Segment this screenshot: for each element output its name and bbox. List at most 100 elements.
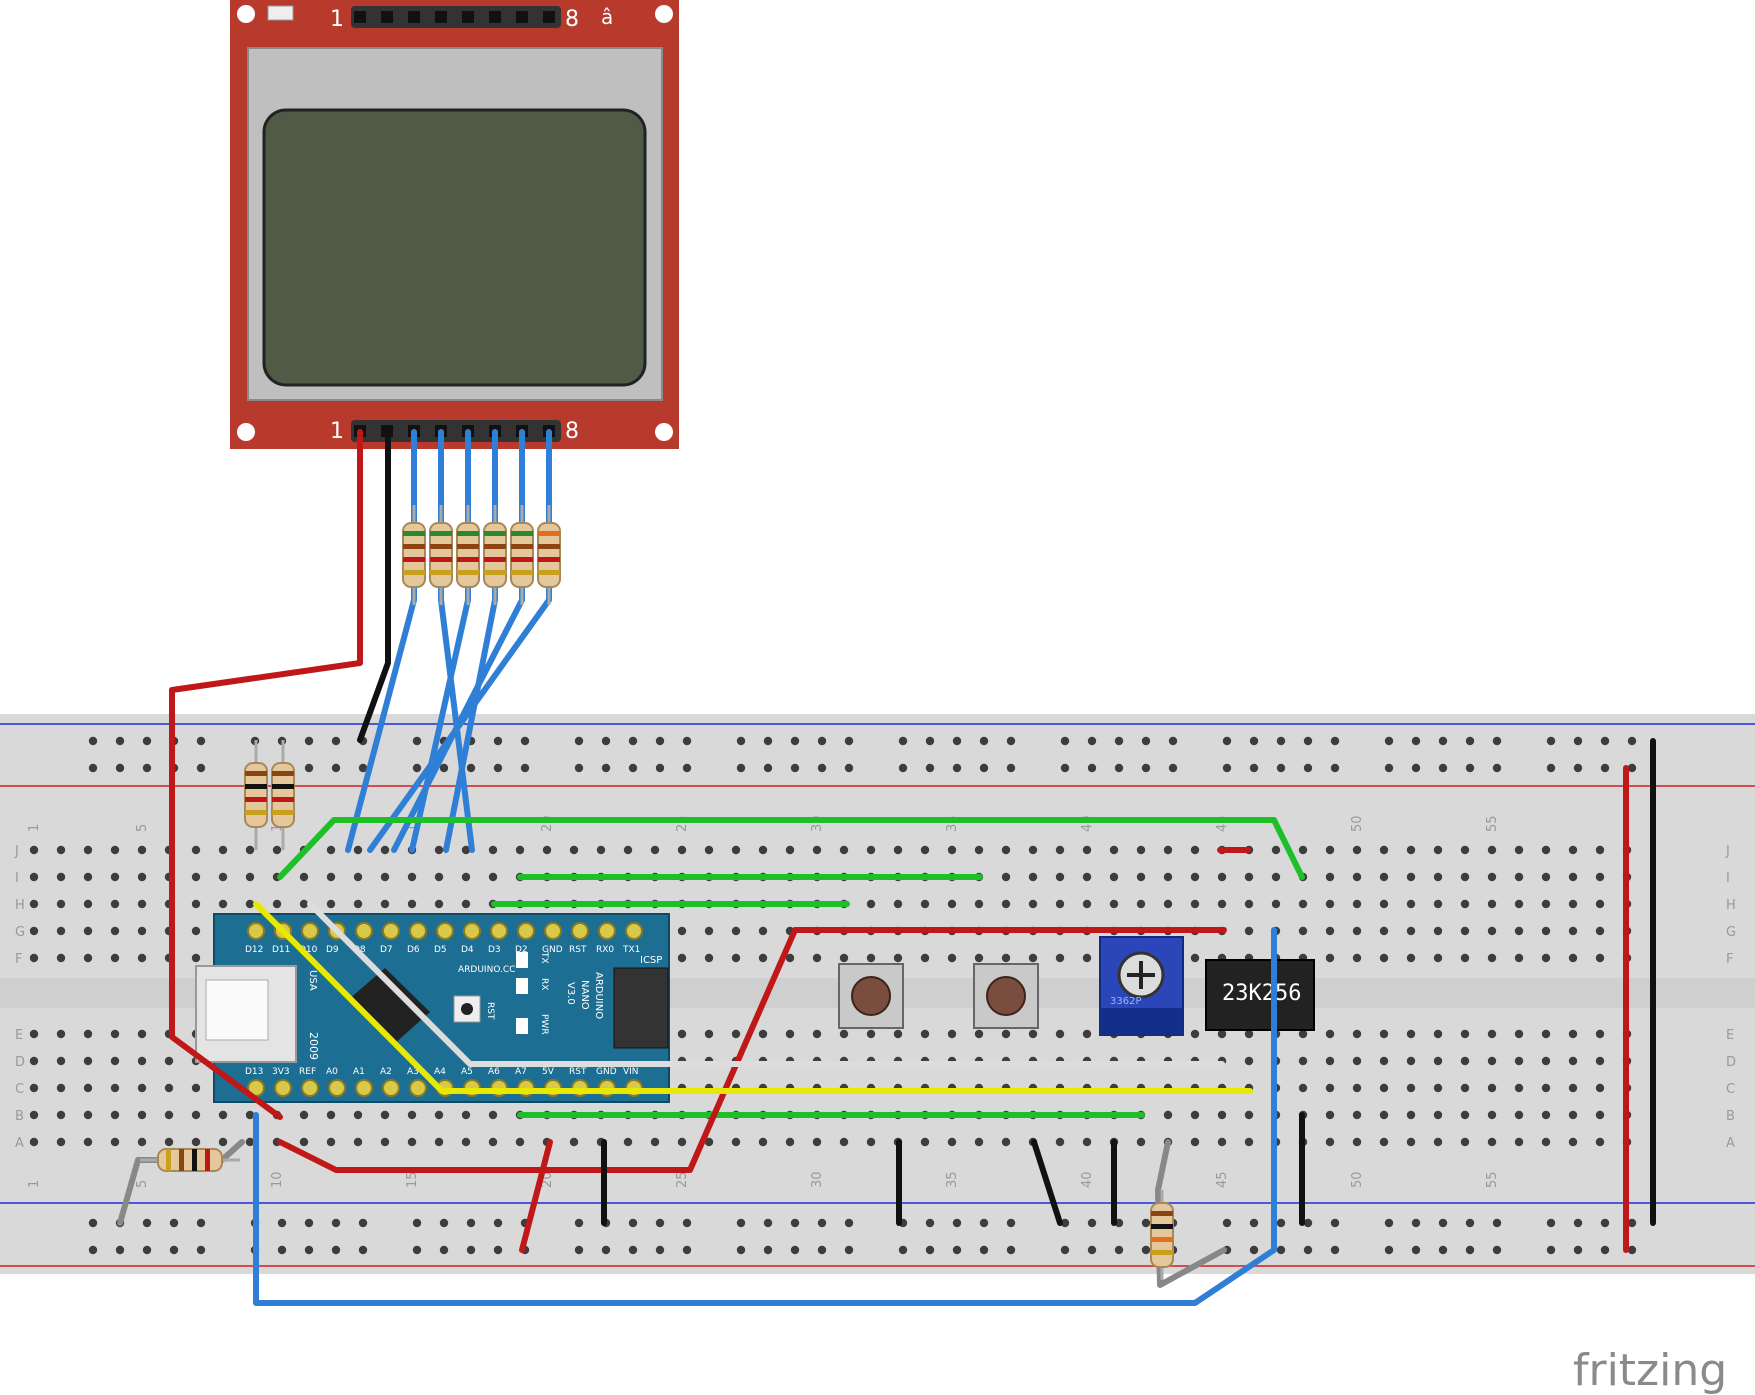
breadboard-hole xyxy=(623,845,633,855)
row-letter-right: H xyxy=(1726,898,1736,913)
breadboard-hole xyxy=(839,1137,849,1147)
breadboard-hole xyxy=(461,1110,471,1120)
breadboard-hole xyxy=(83,1083,93,1093)
breadboard-hole xyxy=(866,845,876,855)
breadboard-hole xyxy=(1595,899,1605,909)
resistor-band xyxy=(538,557,560,562)
breadboard-hole xyxy=(1379,845,1389,855)
breadboard-hole xyxy=(1460,1110,1470,1120)
breadboard-hole xyxy=(272,899,282,909)
breadboard-hole xyxy=(407,872,417,882)
rail-hole xyxy=(1249,1218,1259,1228)
resistor-band xyxy=(245,784,267,789)
breadboard-hole xyxy=(1514,953,1524,963)
breadboard-hole xyxy=(1082,1029,1092,1039)
breadboard-hole xyxy=(29,845,39,855)
breadboard-hole xyxy=(488,1110,498,1120)
pushbutton-2 xyxy=(973,963,1039,1029)
column-number-top: 50 xyxy=(1350,815,1365,832)
rail-hole xyxy=(1141,736,1151,746)
breadboard-hole xyxy=(191,1137,201,1147)
breadboard-hole xyxy=(1379,926,1389,936)
resistor-band xyxy=(1151,1237,1173,1242)
nano-brand: ARDUINO.CC xyxy=(458,965,515,975)
breadboard-hole xyxy=(407,1137,417,1147)
breadboard-hole xyxy=(1028,1029,1038,1039)
rail-hole xyxy=(304,763,314,773)
breadboard-hole xyxy=(1460,1137,1470,1147)
breadboard-hole xyxy=(380,872,390,882)
breadboard-hole xyxy=(974,1137,984,1147)
breadboard-hole xyxy=(704,1029,714,1039)
breadboard-hole xyxy=(110,1083,120,1093)
breadboard-hole xyxy=(110,872,120,882)
nano-bottom-pin-label: A2 xyxy=(380,1067,392,1077)
rail-hole xyxy=(736,736,746,746)
breadboard-hole xyxy=(1433,872,1443,882)
nano-top-pin-label: RST xyxy=(569,945,587,955)
breadboard-hole xyxy=(596,845,606,855)
row-letter-left: J xyxy=(14,844,19,859)
rail-hole xyxy=(1276,1245,1286,1255)
breadboard-hole xyxy=(110,1137,120,1147)
breadboard-hole xyxy=(1406,1083,1416,1093)
breadboard-hole xyxy=(677,953,687,963)
breadboard-hole xyxy=(110,899,120,909)
breadboard-hole xyxy=(893,845,903,855)
rail-hole xyxy=(1600,763,1610,773)
rail-hole xyxy=(1492,1218,1502,1228)
breadboard-hole xyxy=(758,953,768,963)
breadboard-hole xyxy=(164,1137,174,1147)
rail-hole xyxy=(169,1218,179,1228)
breadboard-hole xyxy=(1325,953,1335,963)
breadboard-hole xyxy=(56,1110,66,1120)
nano-bottom-pin-label: A1 xyxy=(353,1067,365,1077)
row-letter-left: F xyxy=(15,952,22,967)
breadboard-hole xyxy=(1433,953,1443,963)
rail-hole xyxy=(1573,763,1583,773)
rail-hole xyxy=(1168,763,1178,773)
nano-top-pin xyxy=(544,922,562,940)
breadboard-hole xyxy=(677,1137,687,1147)
nano-year-label: 2009 xyxy=(307,1032,320,1060)
breadboard-hole xyxy=(1379,872,1389,882)
breadboard-hole xyxy=(1352,1029,1362,1039)
rail-hole xyxy=(142,1245,152,1255)
nano-bottom-pin-label: A3 xyxy=(407,1067,419,1077)
nano-bottom-pin xyxy=(382,1079,400,1097)
column-number-bottom: 45 xyxy=(1215,1171,1230,1188)
rail-hole xyxy=(196,763,206,773)
breadboard-hole xyxy=(812,845,822,855)
breadboard-hole xyxy=(245,1110,255,1120)
nano-top-pin xyxy=(409,922,427,940)
breadboard-hole xyxy=(434,1110,444,1120)
breadboard-hole xyxy=(1352,872,1362,882)
breadboard-hole xyxy=(893,953,903,963)
row-letter-right: E xyxy=(1726,1028,1734,1043)
rail-hole xyxy=(1222,736,1232,746)
lcd-top-mark: â xyxy=(601,5,613,29)
nano-bottom-pin-label: REF xyxy=(299,1067,316,1077)
nano-top-pin-label: D9 xyxy=(326,945,339,955)
breadboard-hole xyxy=(29,872,39,882)
nano-top-pin-label: D4 xyxy=(461,945,474,955)
rail-hole xyxy=(439,1218,449,1228)
nano-icsp-label: ICSP xyxy=(640,955,662,966)
breadboard-hole xyxy=(326,845,336,855)
breadboard-hole xyxy=(83,899,93,909)
breadboard-hole xyxy=(1325,1029,1335,1039)
rail-hole xyxy=(1060,736,1070,746)
breadboard-hole xyxy=(1514,1083,1524,1093)
rail-hole xyxy=(1006,1218,1016,1228)
rail-hole xyxy=(682,1218,692,1228)
breadboard-hole xyxy=(1271,899,1281,909)
breadboard-hole xyxy=(1190,1137,1200,1147)
row-letter-left: H xyxy=(15,898,25,913)
rail-hole xyxy=(493,1218,503,1228)
rail-hole xyxy=(1249,763,1259,773)
breadboard-hole xyxy=(1541,1137,1551,1147)
breadboard-hole xyxy=(1406,953,1416,963)
breadboard-hole xyxy=(785,1029,795,1039)
nano-led-pwr-label: PWR xyxy=(539,1014,549,1035)
breadboard-hole xyxy=(380,1110,390,1120)
